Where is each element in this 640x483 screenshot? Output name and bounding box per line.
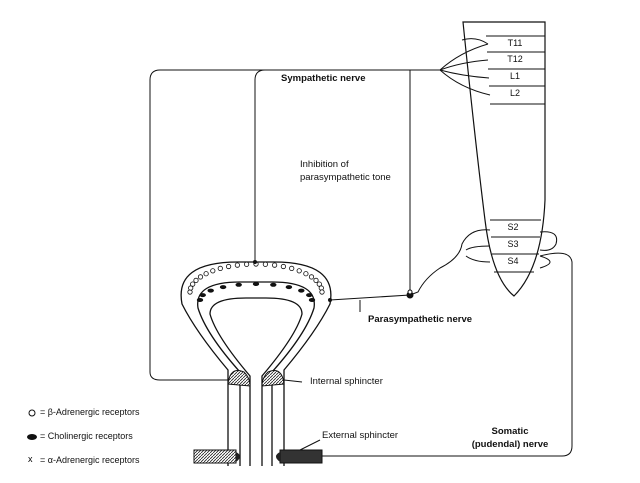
sympathetic-nerve-path — [149, 69, 440, 381]
cholinergic-receptor-marker — [285, 285, 293, 290]
somatic-label-line1: Somatic — [491, 426, 529, 437]
legend-alpha-text: = α-Adrenergic receptors — [40, 455, 140, 465]
beta-receptor-marker — [210, 268, 216, 274]
legend-symbols: x — [27, 409, 37, 464]
beta-receptor-marker — [308, 274, 315, 280]
beta-receptor-marker — [316, 281, 322, 287]
legend-beta: = β-Adrenergic receptors — [40, 407, 139, 417]
spinal-segment-t12: T12 — [507, 54, 523, 64]
sympathetic-roots — [439, 38, 491, 96]
spinal-segment-s3: S3 — [507, 239, 519, 249]
legend-cholinergic-text: = Cholinergic receptors — [40, 431, 133, 441]
somatic-nerve-path — [322, 231, 573, 457]
internal-sphincter — [227, 370, 303, 387]
cholinergic-receptor-marker — [207, 288, 214, 293]
spinal-segment-l1: L1 — [509, 71, 520, 81]
alpha-legend-icon: x — [28, 454, 33, 464]
cholinergic-receptor-marker — [252, 282, 260, 286]
spinal-segment-s4: S4 — [507, 256, 519, 266]
beta-receptor-marker — [193, 277, 199, 283]
spinal-segment-s2: S2 — [507, 222, 519, 232]
beta-receptor-marker — [217, 265, 223, 271]
spinal-cord — [462, 21, 546, 297]
cholinergic-receptor-marker — [270, 282, 277, 287]
beta-receptor-marker — [197, 274, 204, 280]
beta-adrenergic-receptors — [187, 261, 325, 295]
beta-receptor-marker — [234, 262, 240, 268]
spinal-segment-t11: T11 — [507, 38, 523, 48]
spinal-segment-l2: L2 — [509, 88, 520, 98]
beta-receptor-marker — [262, 261, 268, 267]
parasympathetic-nerve-label: Parasympathetic nerve — [368, 314, 473, 325]
beta-receptor-marker — [226, 263, 232, 270]
bladder — [180, 261, 332, 466]
cholinergic-receptors — [196, 282, 316, 302]
external-sphincter-label: External sphincter — [322, 430, 399, 441]
external-sphincter — [193, 439, 323, 464]
somatic-label-line2: (pudendal) nerve — [471, 439, 549, 450]
synapse-marks — [253, 260, 332, 302]
beta-receptor-marker — [203, 271, 209, 277]
parasympathetic-nerve-path — [329, 229, 491, 312]
inhibition-label-line2: parasympathetic tone — [300, 172, 391, 183]
cholinergic-receptor-marker — [196, 298, 204, 302]
beta-receptor-marker — [296, 268, 302, 274]
cholinergic-legend-icon — [27, 434, 37, 440]
beta-receptor-marker — [303, 271, 309, 277]
beta-receptor-marker — [271, 262, 278, 268]
cholinergic-receptor-marker — [298, 288, 305, 293]
beta-receptor-marker — [319, 289, 325, 295]
cholinergic-receptor-marker — [199, 293, 206, 298]
beta-receptor-marker — [280, 263, 286, 270]
beta-receptor-marker — [190, 281, 196, 287]
legend-beta-text: = β-Adrenergic receptors — [40, 407, 140, 417]
cholinergic-receptor-marker — [306, 293, 313, 298]
beta-legend-icon — [28, 409, 36, 417]
cholinergic-receptor-marker — [219, 285, 227, 290]
beta-receptor-marker — [289, 265, 295, 271]
beta-receptor-marker — [188, 285, 194, 291]
beta-receptor-marker — [244, 261, 250, 267]
beta-receptor-marker — [313, 277, 319, 283]
legend-cholinergic: = Cholinergic receptors — [40, 431, 133, 441]
cholinergic-receptor-marker — [308, 298, 316, 302]
internal-sphincter-label: Internal sphincter — [310, 376, 383, 387]
cholinergic-receptor-marker — [235, 282, 242, 287]
inhibition-label-line1: Inhibition of — [300, 159, 349, 170]
legend-alpha: = α-Adrenergic receptors — [40, 455, 140, 465]
sympathetic-nerve-label: Sympathetic nerve — [281, 73, 366, 84]
